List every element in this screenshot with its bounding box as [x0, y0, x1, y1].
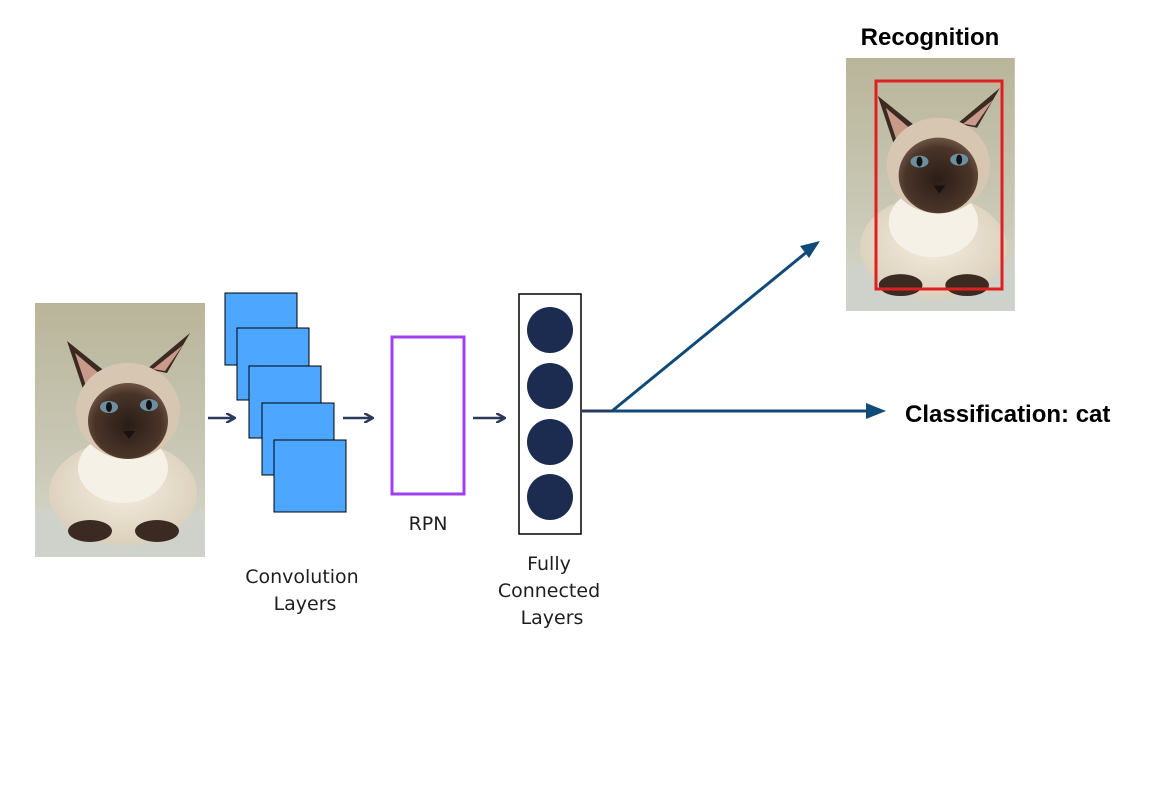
recognition-label: Recognition: [861, 24, 1000, 51]
arrow-to-recognition: [611, 249, 809, 413]
conv-layer: [273, 439, 347, 513]
output-cat-image: [846, 58, 1015, 311]
output-arrows: [582, 241, 886, 419]
convolution-label: Convolution Layers: [245, 566, 365, 615]
rpn-label: RPN: [409, 513, 448, 535]
neuron: [527, 363, 573, 409]
fully-connected-label: Fully Connected Layers: [498, 553, 606, 629]
arrowhead-classification: [866, 403, 886, 419]
bounding-box: [874, 79, 1004, 291]
fully-connected-layers: [518, 293, 582, 535]
neuron: [527, 474, 573, 520]
classification-label: Classification: cat: [905, 401, 1110, 428]
neuron: [527, 419, 573, 465]
rpn-box: [390, 335, 466, 496]
neuron: [527, 307, 573, 353]
arrowhead-recognition: [800, 241, 820, 258]
input-cat-image: [35, 303, 205, 557]
convolution-layers-stack: [224, 292, 347, 513]
